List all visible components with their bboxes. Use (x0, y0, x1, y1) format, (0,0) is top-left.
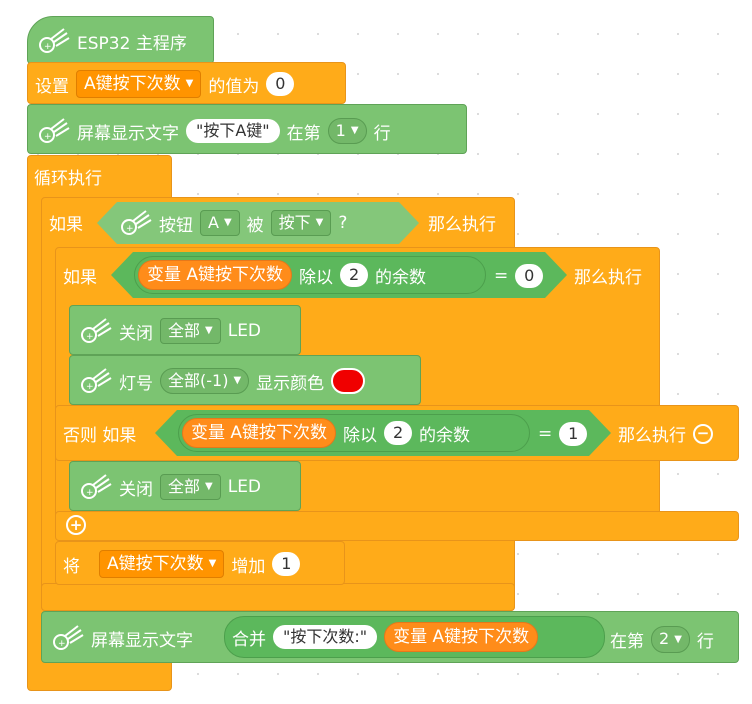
color-swatch[interactable] (331, 368, 366, 394)
chevron-down-icon: ▼ (315, 217, 324, 229)
question-mark: ? (338, 213, 348, 233)
row-label: 在第 (286, 123, 321, 144)
minus-circle-icon[interactable]: − (693, 423, 713, 444)
mod-label: 除以 (343, 425, 378, 446)
svg-text:+: + (44, 42, 52, 52)
state-label: 被 (246, 215, 264, 236)
led-off-label: 关闭 (119, 479, 153, 500)
join-label: 合并 (232, 629, 266, 650)
chevron-down-icon: ▼ (223, 217, 232, 229)
then-label: 那么执行 (618, 426, 686, 446)
display-text-input[interactable]: "按下A键" (186, 119, 280, 143)
then-label: 那么执行 (428, 215, 496, 235)
svg-text:+: + (86, 332, 94, 342)
svg-text:+: + (58, 639, 66, 649)
led-target-dropdown[interactable]: 全部▼ (160, 317, 221, 345)
chevron-down-icon: ▼ (674, 633, 682, 645)
row-dropdown[interactable]: 1▼ (327, 117, 367, 145)
mixly-logo-icon: + (118, 208, 152, 238)
change-variable-dropdown[interactable]: A键按下次数▼ (99, 550, 225, 578)
then-label: 那么执行 (574, 268, 642, 288)
svg-text:+: + (86, 488, 94, 498)
mixly-logo-icon: + (78, 366, 112, 396)
hat-label: ESP32 主程序 (77, 33, 187, 54)
chevron-down-icon: ▼ (205, 325, 213, 337)
button-pressed-condition[interactable] (97, 202, 419, 244)
increase-value-input[interactable]: 1 (272, 552, 301, 576)
display-label: 屏幕显示文字 (77, 123, 179, 144)
mod-value-input[interactable]: 2 (384, 421, 413, 445)
mixly-logo-icon: + (36, 26, 70, 56)
set-value-label: 的值为 (208, 76, 260, 97)
equals-value-input[interactable]: 1 (559, 422, 588, 446)
rgb-suffix: 显示颜色 (256, 373, 325, 394)
variable-reporter[interactable]: 变量 A键按下次数 (138, 260, 293, 290)
svg-text:+: + (86, 382, 94, 392)
remainder-label: 的余数 (419, 425, 471, 446)
change-label: 将 (63, 556, 80, 577)
set-label: 设置 (35, 76, 69, 97)
chevron-down-icon: ▼ (205, 481, 213, 493)
mod-value-input[interactable]: 2 (340, 263, 369, 287)
loop-label: 循环执行 (34, 169, 102, 189)
join-text-input[interactable]: "按下次数:" (273, 625, 378, 649)
row-dropdown[interactable]: 2▼ (651, 626, 690, 653)
mixly-logo-icon: + (78, 316, 112, 346)
increase-label: 增加 (231, 556, 266, 577)
button-label: 按钮 (159, 215, 193, 236)
remainder-label: 的余数 (375, 267, 427, 288)
led-suffix: LED (227, 477, 262, 497)
chevron-down-icon: ▼ (350, 125, 359, 137)
mixly-logo-icon: + (50, 623, 84, 653)
svg-text:+: + (44, 132, 52, 142)
rgb-target-dropdown[interactable]: 全部(-1)▼ (160, 367, 250, 395)
row-suffix: 行 (373, 123, 391, 144)
led-target-dropdown[interactable]: 全部▼ (160, 473, 221, 501)
elseif-label: 否则 如果 (63, 426, 137, 446)
mod-label: 除以 (299, 267, 334, 288)
led-suffix: LED (227, 321, 262, 341)
set-variable-dropdown[interactable]: A键按下次数▼ (76, 70, 202, 98)
variable-reporter[interactable]: 变量 A键按下次数 (384, 622, 539, 652)
chevron-down-icon: ▼ (233, 375, 242, 387)
row-suffix: 行 (696, 631, 714, 652)
equals-sign: = (494, 266, 509, 286)
if-label: 如果 (63, 268, 97, 288)
plus-circle-icon[interactable]: + (66, 515, 86, 535)
state-dropdown[interactable]: 按下▼ (270, 209, 332, 237)
led-off-label: 关闭 (119, 323, 153, 344)
chevron-down-icon: ▼ (208, 558, 217, 569)
rgb-label: 灯号 (119, 373, 153, 394)
display-label: 屏幕显示文字 (91, 630, 193, 651)
set-value-input[interactable]: 0 (266, 72, 295, 96)
button-dropdown[interactable]: A▼ (200, 209, 240, 237)
row-label: 在第 (610, 631, 644, 652)
svg-text:+: + (126, 224, 134, 234)
equals-sign: = (538, 424, 553, 444)
if-label: 如果 (49, 215, 83, 235)
variable-reporter[interactable]: 变量 A键按下次数 (182, 418, 337, 448)
equals-value-input[interactable]: 0 (515, 264, 544, 288)
chevron-down-icon: ▼ (185, 78, 194, 89)
mixly-logo-icon: + (36, 116, 70, 146)
mixly-logo-icon: + (78, 472, 112, 502)
